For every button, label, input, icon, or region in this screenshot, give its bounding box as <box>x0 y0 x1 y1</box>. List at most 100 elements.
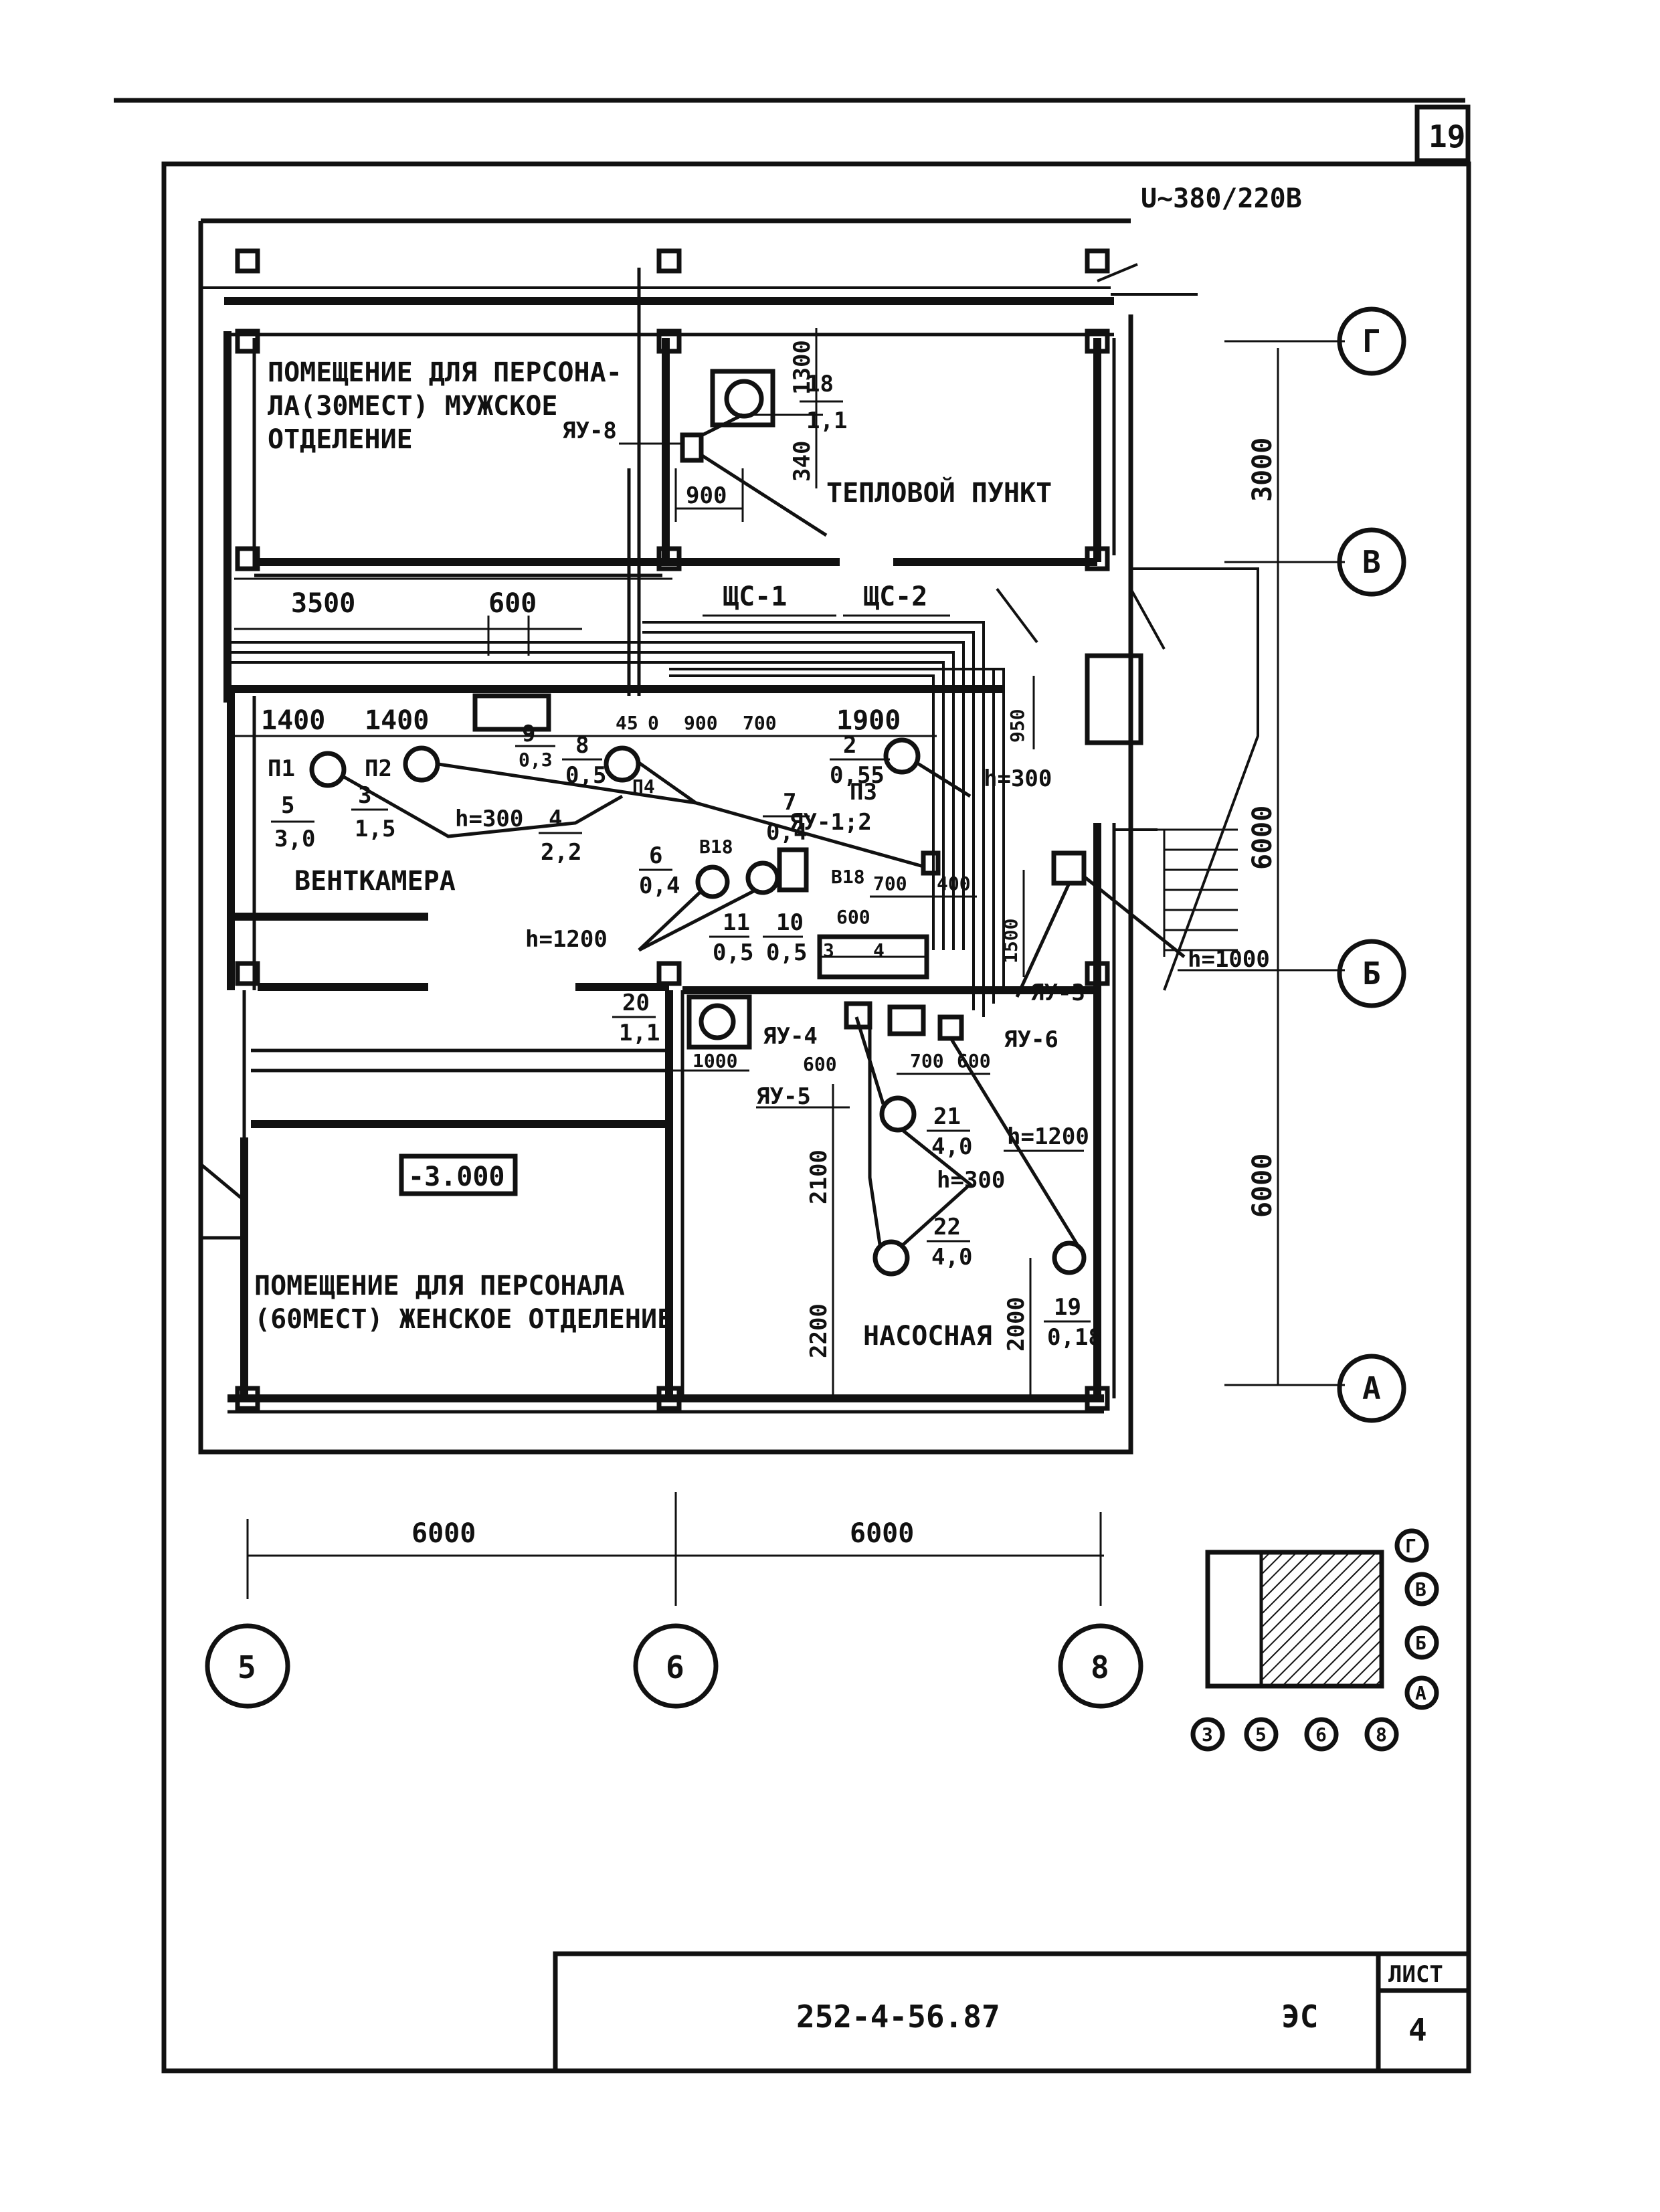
height-300-a: h=300 <box>455 806 523 832</box>
dim-900a: 900 <box>686 482 727 509</box>
dim-1900: 1900 <box>836 705 901 736</box>
yau3-box <box>1051 850 1087 886</box>
columns <box>235 248 1110 1411</box>
yau4-label: ЯУ-4 <box>763 1023 818 1050</box>
dim-6000-d: 6000 <box>850 1518 914 1549</box>
key-col-3: 3 <box>1202 1724 1213 1746</box>
key-col-8: 8 <box>1376 1724 1387 1746</box>
dim-3000: 3000 <box>1247 438 1278 502</box>
axis-a: А <box>1362 1370 1381 1406</box>
dim-6000-a: 6000 <box>1247 806 1278 870</box>
fan-b18a-label: В18 <box>699 836 733 858</box>
eq10-kw: 0,5 <box>766 939 807 966</box>
eq19-num: 19 <box>1054 1294 1081 1321</box>
dim-700a: 700 <box>743 712 777 734</box>
level-mark: -3.000 <box>408 1162 505 1192</box>
axis-g-bubble <box>1337 306 1406 376</box>
corner-number-box <box>1414 104 1471 163</box>
eq18-num: 18 <box>806 371 834 397</box>
height-300-b: h=300 <box>984 765 1052 792</box>
section-code: ЭС <box>1281 1999 1318 2035</box>
yau6-label: ЯУ-6 <box>1004 1026 1058 1053</box>
pump-19-motor-icon <box>1052 1240 1087 1275</box>
dim-3500: 3500 <box>291 588 355 619</box>
eq2-kw: 0,55 <box>830 762 885 789</box>
dim-1400b: 1400 <box>365 705 429 736</box>
pump-motor-left-icon <box>699 1003 736 1040</box>
dim-1500: 1500 <box>1000 919 1022 963</box>
shc2-label: ЩС-2 <box>863 581 927 612</box>
eq19-kw: 0,18 <box>1047 1324 1102 1351</box>
key-col-6: 6 <box>1315 1724 1327 1746</box>
motor-p3-icon <box>883 737 921 775</box>
eq6-kw: 0,4 <box>639 872 680 899</box>
eq8-num: 8 <box>575 732 589 759</box>
dim-600d: 600 <box>957 1050 991 1072</box>
dim-950: 950 <box>1006 709 1028 743</box>
axis-b-bubble <box>1337 939 1406 1008</box>
dim-600a: 600 <box>488 588 537 619</box>
eq20-num: 20 <box>622 990 650 1016</box>
vent-panel-box <box>472 693 551 732</box>
eq7-kw: 0,4 <box>766 819 807 846</box>
motor-p1-icon <box>309 751 347 788</box>
sheet-number: 4 <box>1408 2012 1427 2048</box>
pump-box-left <box>686 994 752 1050</box>
axis-8: 8 <box>1091 1649 1109 1685</box>
dim-4: 4 <box>873 939 885 961</box>
yau6-box <box>937 1014 964 1041</box>
eq3-kw: 1,5 <box>355 816 395 842</box>
title-block: 252-4-56.87 ЭС ЛИСТ 4 <box>553 1951 1471 2073</box>
fan-b18a-icon <box>695 864 730 899</box>
eq7-num: 7 <box>783 789 796 816</box>
heat-point-label: ТЕПЛОВОЙ ПУНКТ <box>826 476 1052 509</box>
eq9-num: 9 <box>522 721 535 747</box>
axis-5-bubble <box>205 1623 290 1709</box>
axis-a-bubble <box>1337 1354 1406 1423</box>
dim-3: 3 <box>823 939 834 961</box>
key-row-g: Г <box>1405 1535 1416 1557</box>
axis-v: В <box>1362 544 1381 580</box>
height-300-c: h=300 <box>937 1167 1005 1194</box>
dim-900b: 900 <box>684 712 718 734</box>
key-plan: Г В Б А 3 5 6 8 <box>1190 1528 1439 1752</box>
dim-340: 340 <box>789 441 816 482</box>
eq5-kw: 3,0 <box>274 826 315 852</box>
cable-bundle <box>227 621 1005 1017</box>
eq20-kw: 1,1 <box>619 1020 660 1046</box>
eq4-num: 4 <box>549 806 562 832</box>
dim-45: 45 <box>616 712 638 734</box>
heat-pump-box <box>710 369 775 428</box>
key-row-a: А <box>1415 1682 1426 1704</box>
voltage-label: U~380/220B <box>1141 183 1302 214</box>
pump-21-motor-icon <box>879 1095 917 1133</box>
fan-b18b-label: В18 <box>831 866 865 888</box>
eq18-kw: 1,1 <box>806 407 847 434</box>
dim-1000: 1000 <box>693 1050 737 1072</box>
yau8-box <box>680 432 704 463</box>
eq4-kw: 2,2 <box>541 839 581 866</box>
fan-b18b-icon <box>745 860 780 895</box>
eq10-num: 10 <box>776 909 804 936</box>
yau5-label: ЯУ-5 <box>756 1083 811 1110</box>
axis-g: Г <box>1362 323 1381 359</box>
sheet-label: ЛИСТ <box>1388 1961 1443 1988</box>
yau12-label: ЯУ-1;2 <box>790 809 872 836</box>
fan-terminal-box <box>777 847 809 893</box>
dim-600c: 600 <box>803 1053 837 1075</box>
dim-1400a: 1400 <box>261 705 325 736</box>
axis-b: Б <box>1362 955 1381 992</box>
eq22-num: 22 <box>933 1214 961 1240</box>
stair <box>1131 567 1259 991</box>
key-row-b: Б <box>1415 1632 1426 1654</box>
axis-8-bubble <box>1058 1623 1143 1709</box>
eq6-num: 6 <box>649 842 662 869</box>
men-room-label-3: ОТДЕЛЕНИЕ <box>268 424 413 455</box>
pump-room-label: НАСОСНАЯ <box>863 1321 992 1352</box>
dim-600b: 600 <box>836 906 870 928</box>
dim-700c: 700 <box>910 1050 944 1072</box>
dim-400: 400 <box>937 872 971 895</box>
level-mark-box <box>399 1154 518 1196</box>
yau12-box <box>921 850 941 876</box>
dim-2000: 2000 <box>1003 1297 1030 1352</box>
